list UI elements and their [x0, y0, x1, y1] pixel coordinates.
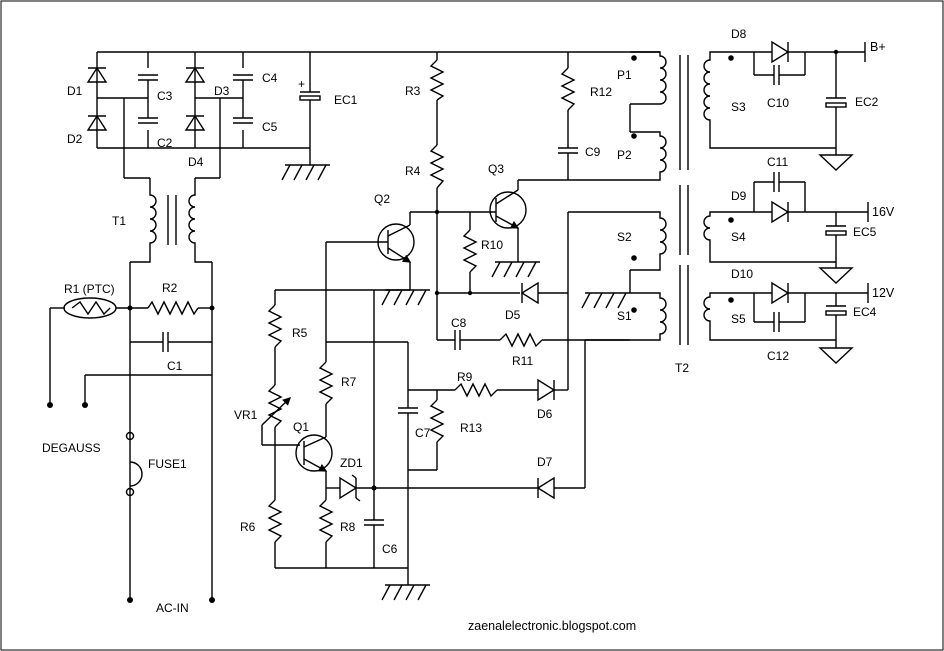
label-c2: C2	[157, 136, 173, 150]
label-q3: Q3	[488, 162, 504, 176]
label-p1: P1	[617, 68, 632, 82]
label-r11: R11	[512, 354, 533, 368]
ground-symbol	[281, 164, 330, 181]
label-d10: D10	[731, 267, 753, 281]
watermark-text: zaenalelectronic.blogspot.com	[468, 619, 636, 633]
label-c10: C10	[767, 96, 789, 110]
label-d6: D6	[537, 407, 553, 421]
label-t1: T1	[112, 214, 126, 228]
label-r8: R8	[340, 520, 356, 534]
label-s2: S2	[617, 230, 632, 244]
label-zd1: ZD1	[340, 456, 363, 470]
label-c6: C6	[382, 542, 398, 556]
label-c12: C12	[767, 349, 789, 363]
label-d5: D5	[505, 308, 521, 322]
label-vr1: VR1	[234, 408, 258, 422]
output-12v	[730, 281, 869, 364]
label-c8: C8	[451, 316, 467, 330]
transformer-t1	[130, 178, 212, 263]
label-s4: S4	[731, 230, 746, 244]
label-c3: C3	[157, 89, 173, 103]
label-r4: R4	[405, 164, 421, 178]
label-p2: P2	[617, 148, 632, 162]
label-d4: D4	[188, 155, 204, 169]
label-fuse1: FUSE1	[148, 457, 187, 471]
label-ec2: EC2	[855, 95, 879, 109]
control-circuit	[261, 52, 630, 585]
output-bplus	[730, 40, 866, 171]
label-d8: D8	[731, 27, 747, 41]
label-c9: C9	[585, 145, 601, 159]
label-r9: R9	[457, 370, 473, 384]
label-d1: D1	[67, 84, 83, 98]
label-q1: Q1	[293, 420, 309, 434]
label-c7: C7	[415, 426, 431, 440]
label-12v: 12V	[872, 286, 895, 300]
label-ec5: EC5	[853, 225, 877, 239]
label-t2: T2	[675, 361, 689, 375]
label-ec1: EC1	[334, 93, 358, 107]
label-r7: R7	[341, 375, 357, 389]
capacitor-ec1: +	[298, 52, 321, 165]
label-c1: C1	[167, 359, 183, 373]
ground-symbol-s2	[581, 270, 631, 309]
ground-symbol-q2	[381, 289, 430, 306]
label-d2: D2	[67, 132, 83, 146]
label-d3: D3	[214, 84, 230, 98]
input-filter	[49, 262, 213, 600]
ground-symbol-q3	[491, 261, 540, 278]
label-r3: R3	[405, 84, 421, 98]
bridge-rectifier	[86, 51, 660, 179]
label-d7: D7	[537, 455, 553, 469]
label-16v: 16V	[872, 205, 895, 219]
output-16v	[730, 172, 869, 284]
ground-symbol-bottom	[381, 584, 430, 601]
label-bplus: B+	[870, 40, 886, 54]
label-r2: R2	[162, 281, 178, 295]
label-q2: Q2	[374, 192, 390, 206]
label-ac-in: AC-IN	[156, 601, 189, 615]
label-r13: R13	[460, 421, 482, 435]
label-r1: R1 (PTC)	[64, 282, 115, 296]
label-r5: R5	[292, 326, 308, 340]
transformer-t2	[629, 51, 734, 345]
label-degauss: DEGAUSS	[42, 441, 101, 455]
label-d9: D9	[731, 189, 747, 203]
label-r10: R10	[481, 238, 503, 252]
label-s1: S1	[617, 309, 632, 323]
label-ec4: EC4	[853, 305, 877, 319]
label-s3: S3	[731, 100, 746, 114]
label-r12: R12	[590, 85, 612, 99]
component-labels: D1 D2 C3 C2 D3 D4 C4 C5 EC1 T1 R1 (PTC) …	[42, 27, 895, 615]
svg-text:+: +	[298, 77, 305, 91]
label-c11: C11	[767, 155, 788, 169]
label-c4: C4	[262, 71, 278, 85]
label-c5: C5	[262, 120, 278, 134]
label-s5: S5	[731, 312, 746, 326]
label-r6: R6	[240, 520, 256, 534]
